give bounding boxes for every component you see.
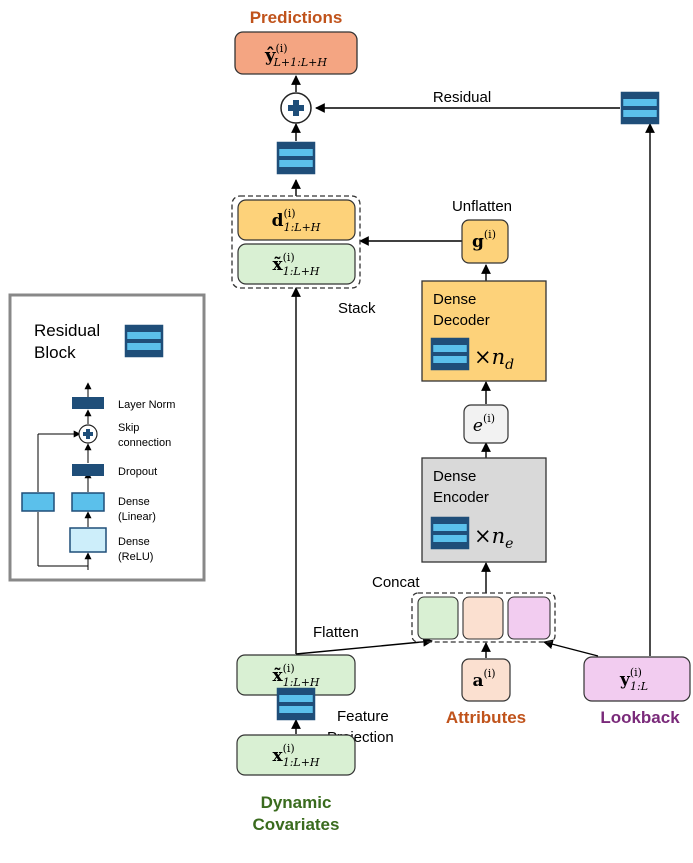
legend-title-2: Block xyxy=(34,343,76,362)
legend-layer-norm-label: Layer Norm xyxy=(118,399,175,411)
lookback-residual-block-icon xyxy=(620,91,660,125)
attributes-math: a(i) xyxy=(472,667,495,691)
dense-decoder-label-2: Decoder xyxy=(433,312,490,329)
legend-dense-relu-label-2: (ReLU) xyxy=(118,551,153,563)
decoder-residual-block-icon xyxy=(430,337,470,371)
predictions-label: Predictions xyxy=(250,8,343,27)
connectors xyxy=(291,75,655,734)
legend-layer-norm-block xyxy=(72,397,104,409)
feature-projection-residual-block-icon xyxy=(276,687,316,721)
latent-embedding-box xyxy=(463,404,509,444)
legend-dense-linear-label-1: Dense xyxy=(118,496,150,508)
residual-label: Residual xyxy=(433,89,491,106)
dynamic-covariates-math: x(i)1:L+H xyxy=(272,742,319,769)
feature-projection-label-1: Feature xyxy=(337,708,389,725)
unflatten-box xyxy=(461,219,509,264)
stack-group xyxy=(231,195,361,289)
legend-dense-linear-label-2: (Linear) xyxy=(118,511,156,523)
output-residual-block-icon xyxy=(276,141,316,175)
dense-encoder-label-2: Encoder xyxy=(433,489,489,506)
residual-add-icon xyxy=(280,92,312,124)
legend-dense-linear-block xyxy=(71,492,105,512)
flatten-label: Flatten xyxy=(313,624,359,641)
predictions-math: ŷ(i)L+1:L+H xyxy=(264,42,327,69)
lookback-box xyxy=(583,656,691,702)
predictions-box xyxy=(234,31,358,75)
dynamic-covariates-box xyxy=(236,734,356,776)
unflatten-math: g(i) xyxy=(472,228,496,252)
decoded-output-box xyxy=(237,199,356,241)
unflatten-label: Unflatten xyxy=(452,198,512,215)
concat-attributes-slot xyxy=(462,596,504,640)
dynamic-covariates-label-2: Covariates xyxy=(253,815,340,834)
concat-covariates-slot xyxy=(417,596,459,640)
projected-covariates-stack-box xyxy=(237,243,356,285)
encoder-residual-block-icon xyxy=(430,516,470,550)
legend-skip-label-1: Skip xyxy=(118,422,139,434)
stack-label: Stack xyxy=(338,300,376,317)
projected-covariates-stack-math: x̃(i)1:L+H xyxy=(272,251,319,278)
attributes-box xyxy=(461,658,511,702)
dynamic-covariates-label-1: Dynamic xyxy=(261,793,332,812)
encoder-repeat-math: ×ne xyxy=(474,524,513,552)
legend-dense-relu-block xyxy=(69,527,107,553)
legend-title-1: Residual xyxy=(34,321,100,340)
legend-dense-relu-label-1: Dense xyxy=(118,536,150,548)
latent-embedding-math: e(i) xyxy=(473,412,495,436)
lookback-math: y(i)1:L xyxy=(619,666,648,693)
lookback-label: Lookback xyxy=(600,708,680,727)
projected-covariates-math: x̃(i)1:L+H xyxy=(272,662,319,689)
legend-skip-dense-block xyxy=(21,492,55,512)
dense-decoder-label-1: Dense xyxy=(433,291,476,308)
concat-label: Concat xyxy=(372,574,420,591)
decoder-repeat-math: ×nd xyxy=(474,345,514,373)
concat-lookback-slot xyxy=(507,596,551,640)
decoded-output-math: d(i)1:L+H xyxy=(272,207,321,234)
dense-encoder-label-1: Dense xyxy=(433,468,476,485)
attributes-label: Attributes xyxy=(446,708,526,727)
residual-block-legend: Residual Block Layer Norm Skip connectio… xyxy=(8,293,206,582)
legend-residual-block-icon xyxy=(124,324,164,358)
concat-group xyxy=(411,592,556,643)
legend-dropout-block xyxy=(72,464,104,476)
legend-skip-label-2: connection xyxy=(118,437,171,449)
legend-dropout-label: Dropout xyxy=(118,466,157,478)
